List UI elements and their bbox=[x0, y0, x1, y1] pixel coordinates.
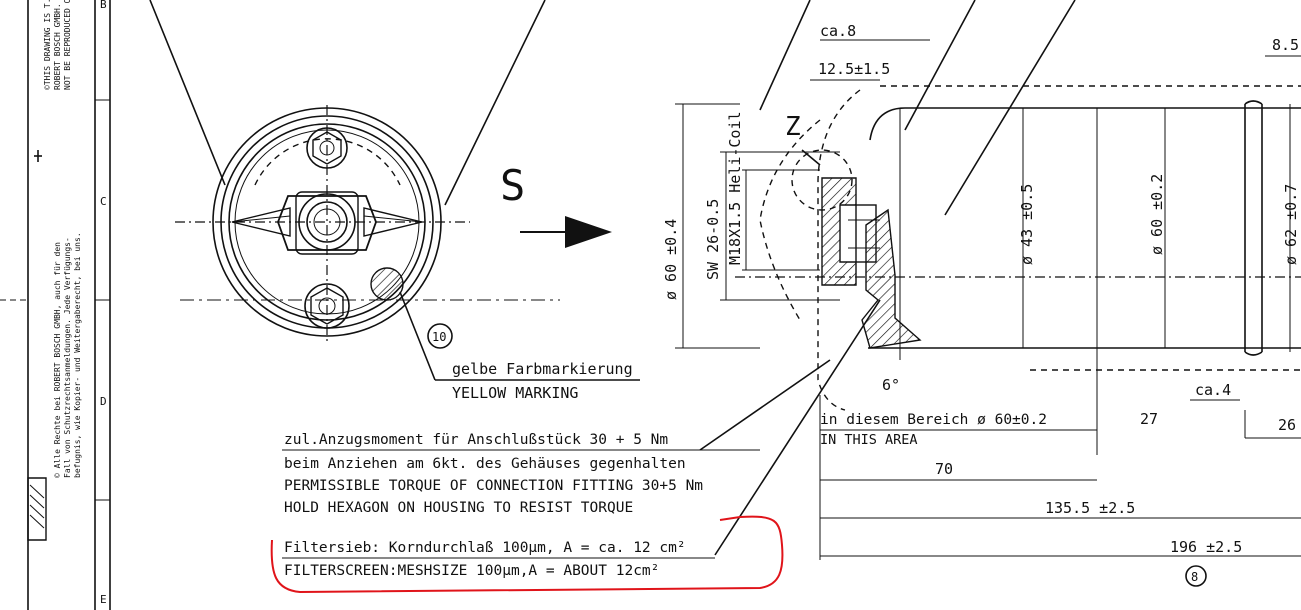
dim-27: 27 bbox=[1140, 410, 1158, 428]
copyright-side-2: Fall von Schutzrechtsanmeldungen. Jede V… bbox=[63, 237, 72, 478]
note-torque-de-1: zul.Anzugsmoment für Anschlußstück 30 + … bbox=[284, 432, 668, 448]
row-label-c: C bbox=[100, 195, 107, 208]
copyright-top-2: ROBERT BOSCH GMBH. W... bbox=[53, 0, 62, 90]
drawing-border: B C D E ©THIS DRAWING IS T... ROBERT BOS… bbox=[0, 0, 111, 610]
dim-dia-60-mid: ø 60 ±0.2 bbox=[1148, 174, 1166, 255]
front-view: 10 gelbe Farbmarkierung YELLOW MARKING S bbox=[149, 0, 640, 402]
view-arrow-label: S bbox=[500, 161, 525, 210]
note-filter-en: FILTERSCREEN:MESHSIZE 100µm,A = ABOUT 12… bbox=[284, 563, 659, 579]
dim-dia-62: ø 62 ±0.7 bbox=[1282, 184, 1300, 265]
item-balloon-8 bbox=[1185, 565, 1207, 587]
copyright-side-3: befugnis, wie Kopier- und Weitergaberech… bbox=[73, 232, 82, 478]
area-label-de: in diesem Bereich ø 60±0.2 bbox=[820, 412, 1047, 428]
dim-196: 196 ±2.5 bbox=[1170, 538, 1242, 556]
dim-26: 26 bbox=[1278, 416, 1296, 434]
copyright-side-1: © Alle Rechte bei ROBERT BOSCH GMBH, auc… bbox=[53, 242, 62, 478]
dim-sw-26: SW 26-0.5 bbox=[704, 199, 722, 280]
item-number-8: 8 bbox=[1191, 570, 1198, 584]
detail-label-z: Z bbox=[785, 112, 801, 142]
dim-70: 70 bbox=[935, 460, 953, 478]
copyright-top-3: NOT BE REPRODUCED OR... bbox=[63, 0, 72, 90]
dim-8-5: 8.5 bbox=[1272, 36, 1299, 54]
note-torque-en-2: HOLD HEXAGON ON HOUSING TO RESIST TORQUE bbox=[284, 500, 633, 516]
row-label-b: B bbox=[100, 0, 107, 11]
area-label-en: IN THIS AREA bbox=[820, 432, 918, 448]
dim-12-5: 12.5±1.5 bbox=[818, 60, 890, 78]
red-highlight-annotation bbox=[270, 515, 784, 594]
marking-label-de: gelbe Farbmarkierung bbox=[452, 360, 633, 378]
view-arrow-icon bbox=[565, 216, 612, 248]
dim-dia-43: ø 43 ±0.5 bbox=[1018, 184, 1036, 265]
note-filter-de: Filtersieb: Korndurchlaß 100µm, A = ca. … bbox=[284, 540, 686, 556]
dim-dia-60-left: ø 60 ±0.4 bbox=[662, 219, 680, 300]
dim-135-5: 135.5 ±2.5 bbox=[1045, 499, 1135, 517]
row-label-e: E bbox=[100, 593, 107, 606]
copyright-top-1: ©THIS DRAWING IS T... bbox=[43, 0, 52, 90]
notes-block: zul.Anzugsmoment für Anschlußstück 30 + … bbox=[270, 299, 881, 594]
item-number-10: 10 bbox=[432, 330, 446, 344]
section-view: Z ø 60 ±0.4 SW 26-0.5 M18X1.5 Heli-Coil … bbox=[662, 0, 1301, 587]
note-torque-en-1: PERMISSIBLE TORQUE OF CONNECTION FITTING… bbox=[284, 478, 703, 494]
item-balloon-10 bbox=[427, 323, 453, 349]
marking-label-en: YELLOW MARKING bbox=[452, 384, 578, 402]
note-torque-de-2: beim Anziehen am 6kt. des Gehäuses gegen… bbox=[284, 456, 686, 472]
dim-ca-8: ca.8 bbox=[820, 22, 856, 40]
dim-angle-6: 6° bbox=[882, 376, 900, 394]
dim-thread: M18X1.5 Heli-Coil bbox=[726, 111, 744, 265]
dim-ca-4: ca.4 bbox=[1195, 381, 1231, 399]
row-label-d: D bbox=[100, 395, 107, 408]
